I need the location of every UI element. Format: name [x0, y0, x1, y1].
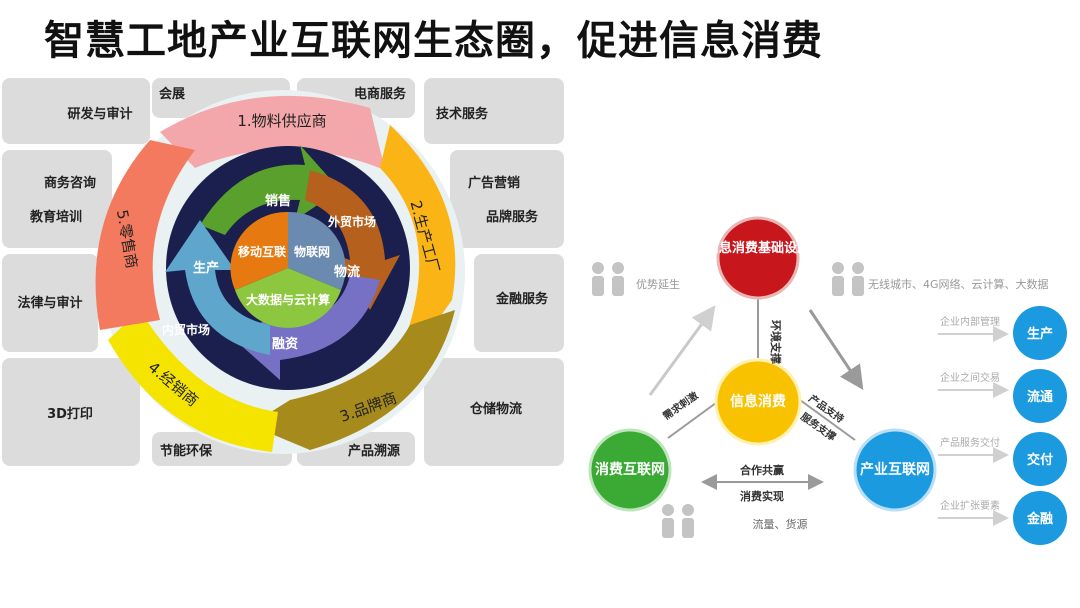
box-label: 品牌服务: [486, 209, 539, 225]
box-3d: [2, 358, 140, 466]
arrow-logistics: [305, 170, 400, 310]
box-ad: [450, 150, 564, 248]
label-consume: 消费实现: [740, 489, 784, 503]
box-label: 产品溯源: [348, 443, 400, 459]
handshake-icon: [662, 504, 694, 538]
label-coop: 合作共赢: [740, 463, 784, 477]
box-label: 仓储物流: [469, 401, 522, 417]
ring-brand: [250, 310, 455, 450]
core-label: 大数据与云计算: [246, 292, 330, 307]
node-consumer-net: [588, 428, 672, 512]
right-diagram: [588, 216, 1067, 545]
connector: [667, 399, 721, 439]
ring-supplier: [160, 95, 385, 170]
ring-label: 1.物料供应商: [237, 112, 326, 130]
node-label: 产业互联网: [860, 461, 930, 478]
node-infra: [716, 216, 800, 300]
inner-label: 销售: [265, 193, 291, 209]
node-label: 信息消费基础设施: [706, 240, 810, 256]
ring-factory: [380, 125, 456, 362]
label-env: 环境支撑: [769, 320, 783, 364]
side-circle: [1013, 306, 1067, 360]
ring-retail: [95, 140, 195, 330]
box-label: 电商服务: [354, 86, 407, 102]
core-mobile: [230, 211, 288, 290]
inner-label: 内贸市场: [162, 322, 210, 337]
box-label: 法律与审计: [17, 295, 82, 311]
side-circle: [1013, 491, 1067, 545]
node-label: 信息消费: [730, 393, 786, 410]
inner-label: 融资: [272, 336, 298, 352]
node-info-consume: [714, 358, 802, 446]
label-infra: 无线城市、4G网络、云计算、大数据: [868, 277, 1049, 291]
box-label: 3D打印: [47, 406, 93, 422]
box-consult: [2, 150, 112, 248]
side-circle-label: 金融: [1026, 511, 1053, 527]
label-advantage: 优势延生: [636, 277, 680, 291]
box-label: 商务咨询: [44, 175, 96, 191]
box-label: 技术服务: [436, 106, 489, 122]
node-industry-net: [853, 428, 937, 512]
arrow-sales: [200, 145, 340, 235]
connector: [808, 309, 864, 390]
box-label: 节能环保: [160, 443, 213, 459]
handshake-icon: [592, 262, 624, 296]
inner-label: 外贸市场: [328, 214, 376, 229]
side-label: 产品服务交付: [940, 436, 1000, 449]
ring-dealer: [108, 310, 278, 452]
box-label: 教育培训: [29, 209, 82, 225]
side-label: 企业之间交易: [940, 371, 1000, 384]
connector: [799, 399, 856, 441]
box-label: 广告营销: [468, 175, 520, 191]
box-label: 研发与审计: [67, 106, 132, 122]
node-label: 消费互联网: [595, 461, 665, 478]
side-circle: [1013, 369, 1067, 423]
box-label: 金融服务: [495, 291, 549, 307]
side-label: 企业内部管理: [940, 315, 1000, 328]
box-finance: [474, 254, 564, 352]
core-label: 移动互联: [238, 244, 286, 259]
handshake-icon: [832, 262, 864, 296]
side-label: 企业扩张要素: [940, 499, 1000, 512]
inner-arrows: [165, 145, 400, 380]
core-iot: [288, 211, 346, 290]
service-boxes: [2, 78, 564, 466]
inner-label: 物流: [334, 264, 360, 280]
page-title: 智慧工地产业互联网生态圈，促进信息消费: [44, 18, 823, 64]
core-label: 物联网: [294, 244, 330, 259]
inner-label: 生产: [193, 260, 219, 276]
box-law: [2, 254, 98, 352]
side-circle-label: 流通: [1027, 389, 1053, 405]
connector: [648, 305, 716, 396]
box-tech: [424, 78, 564, 144]
box-label: 会展: [159, 86, 186, 102]
label-flow: 流量、货源: [753, 517, 808, 531]
arrow-trade: [165, 220, 270, 355]
core: [230, 211, 346, 328]
outer-ring: [95, 95, 456, 452]
box-logistics: [424, 358, 564, 466]
side-circle-label: 生产: [1027, 326, 1053, 342]
side-circle-label: 交付: [1027, 452, 1053, 468]
box-rd-audit: [2, 78, 150, 144]
label-left-support: 需求刺激: [660, 389, 700, 423]
side-circle: [1013, 432, 1067, 486]
arrow-finance: [235, 275, 380, 380]
core-bigdata: [235, 268, 341, 328]
